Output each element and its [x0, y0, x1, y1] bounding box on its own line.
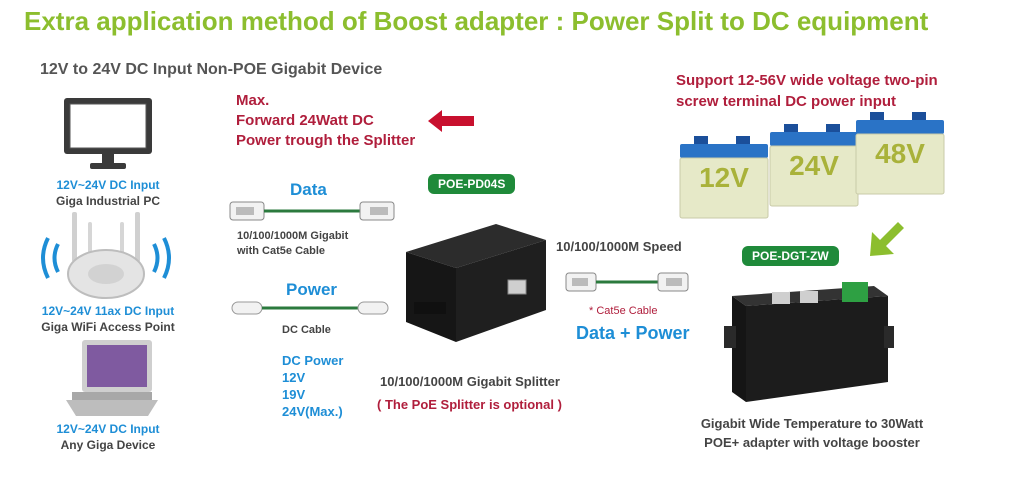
left-arrow-icon: [428, 110, 474, 132]
caption-line: Gigabit Wide Temperature to 30Watt: [700, 416, 924, 431]
device-input: 12V~24V DC Input: [56, 422, 160, 436]
max-forward-note: Max. Forward 24Watt DC Power trough the …: [236, 91, 415, 151]
support-note: Support 12-56V wide voltage two-pin scre…: [676, 70, 938, 112]
computer-icon: [66, 340, 158, 416]
caption-line: POE+ adapter with voltage booster: [704, 435, 920, 450]
power-label: Power: [286, 280, 338, 299]
subtitle: 12V to 24V DC Input Non-POE Gigabit Devi…: [40, 61, 383, 78]
poe-splitter-device: [406, 224, 546, 342]
device-name: Giga WiFi Access Point: [41, 320, 175, 334]
device-name: Giga Industrial PC: [55, 194, 160, 208]
max-forward-line: Forward 24Watt DC: [236, 112, 374, 129]
device-industrial-pc: 12V~24V DC Input Giga Industrial PC: [20, 177, 196, 209]
adapter-caption: Gigabit Wide Temperature to 30Watt POE+ …: [662, 414, 962, 452]
speed-label: 10/100/1000M Speed: [556, 239, 682, 254]
battery-icon: [855, 112, 945, 195]
ethernet-cable-icon: [565, 272, 689, 292]
data-power-label: Data + Power: [576, 323, 690, 343]
max-forward-line: Max.: [236, 92, 270, 109]
monitor-icon: [64, 98, 152, 169]
adapter-model-badge: POE-DGT-ZW: [742, 246, 839, 266]
support-line: screw terminal DC power input: [676, 93, 897, 110]
data-label: Data: [290, 180, 327, 199]
caption-line: with Cat5e Cable: [237, 245, 326, 257]
dc-cable-icon: [231, 301, 389, 315]
data-cable-caption: 10/100/1000M Gigabit with Cat5e Cable: [237, 229, 348, 259]
dc-power-item: DC Power: [282, 353, 344, 368]
batteries-group: 12V 24V 48V: [676, 112, 945, 219]
device-any-giga: 12V~24V DC Input Any Giga Device: [20, 421, 196, 453]
battery-voltage: 12V: [699, 162, 749, 193]
dc-power-item: 24V(Max.): [282, 404, 343, 419]
cat5e-note: * Cat5e Cable: [589, 305, 658, 317]
dc-cable-caption: DC Cable: [282, 324, 331, 336]
battery-voltage: 24V: [789, 150, 839, 181]
poe-adapter-device: [724, 282, 894, 402]
dc-power-list: DC Power 12V 19V 24V(Max.): [282, 352, 343, 420]
device-wifi-ap: 12V~24V 11ax DC Input Giga WiFi Access P…: [20, 303, 196, 335]
splitter-model-badge: POE-PD04S: [428, 174, 516, 194]
max-forward-line: Power trough the Splitter: [236, 132, 416, 149]
battery-icon: [679, 136, 769, 219]
wifi-access-point-icon: [41, 212, 171, 299]
device-input: 12V~24V 11ax DC Input: [41, 304, 175, 318]
ethernet-cable-icon: [229, 201, 395, 221]
splitter-optional-note: ( The PoE Splitter is optional ): [377, 397, 562, 412]
support-line: Support 12-56V wide voltage two-pin: [676, 72, 938, 89]
dc-power-item: 12V: [282, 370, 306, 385]
battery-voltage: 48V: [875, 138, 925, 169]
caption-line: 10/100/1000M Gigabit: [237, 230, 349, 242]
splitter-caption: 10/100/1000M Gigabit Splitter: [380, 374, 560, 389]
page-title: Extra application method of Boost adapte…: [24, 6, 929, 36]
down-left-arrow-icon: [870, 222, 904, 256]
device-input: 12V~24V DC Input: [56, 178, 160, 192]
device-name: Any Giga Device: [60, 438, 156, 452]
dc-power-item: 19V: [282, 387, 306, 402]
